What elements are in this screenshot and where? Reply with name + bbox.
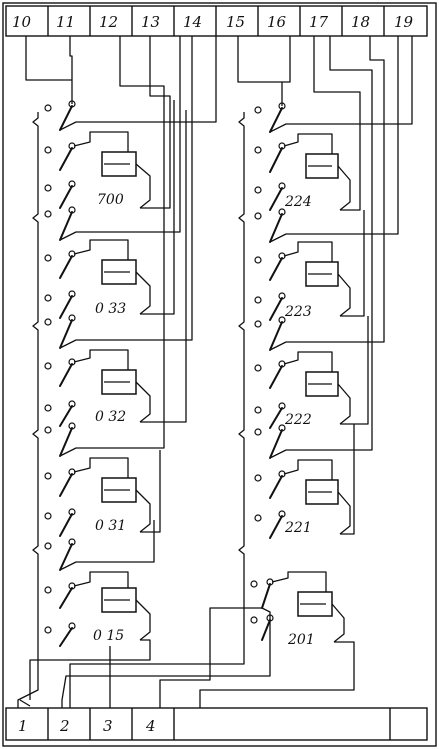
terminal-label-16: 16 bbox=[267, 13, 287, 31]
relay-224: 224 bbox=[254, 36, 413, 211]
terminal-label-18: 18 bbox=[351, 13, 370, 31]
cross-wiring bbox=[17, 607, 271, 708]
relay-201: 201 bbox=[250, 571, 345, 648]
terminal-label-1: 1 bbox=[18, 717, 28, 735]
bottom-terminal-strip: 1 2 3 4 bbox=[5, 707, 428, 741]
relay-column-left: 700 0 33 bbox=[25, 36, 217, 700]
terminal-label-17: 17 bbox=[309, 13, 329, 31]
relay-label-223: 223 bbox=[284, 304, 312, 320]
terminal-label-12: 12 bbox=[99, 13, 118, 31]
relay-222: 222 bbox=[254, 36, 385, 429]
relay-221: 221 bbox=[254, 36, 373, 539]
relay-label-221: 221 bbox=[284, 520, 312, 536]
relay-223: 223 bbox=[254, 36, 399, 321]
terminal-label-2: 2 bbox=[59, 717, 70, 735]
relay-column-right: 224 223 bbox=[199, 36, 413, 708]
terminal-label-19: 19 bbox=[394, 13, 414, 31]
terminal-label-4: 4 bbox=[145, 717, 156, 735]
terminal-label-14: 14 bbox=[183, 13, 202, 31]
relay-0-15: 0 15 bbox=[44, 520, 155, 647]
relay-label-0-15: 0 15 bbox=[93, 628, 124, 644]
relay-0-33: 0 33 bbox=[44, 36, 181, 319]
terminal-label-15: 15 bbox=[226, 13, 245, 31]
relay-label-700: 700 bbox=[97, 192, 124, 208]
terminal-label-11: 11 bbox=[56, 13, 75, 31]
top-terminal-strip: 10 11 12 13 14 15 16 17 18 19 bbox=[5, 5, 428, 37]
terminal-label-3: 3 bbox=[103, 717, 113, 735]
relay-label-0-33: 0 33 bbox=[95, 301, 126, 317]
relay-label-0-32: 0 32 bbox=[95, 409, 126, 425]
terminal-label-10: 10 bbox=[12, 13, 32, 31]
relay-700: 700 bbox=[44, 36, 217, 209]
relay-label-224: 224 bbox=[284, 194, 312, 210]
relay-label-201: 201 bbox=[287, 632, 315, 648]
relay-label-0-31: 0 31 bbox=[95, 518, 126, 534]
relay-0-31: 0 31 bbox=[44, 36, 165, 537]
relay-label-222: 222 bbox=[284, 412, 312, 428]
relay-0-32: 0 32 bbox=[44, 36, 193, 427]
terminal-label-13: 13 bbox=[141, 13, 160, 31]
